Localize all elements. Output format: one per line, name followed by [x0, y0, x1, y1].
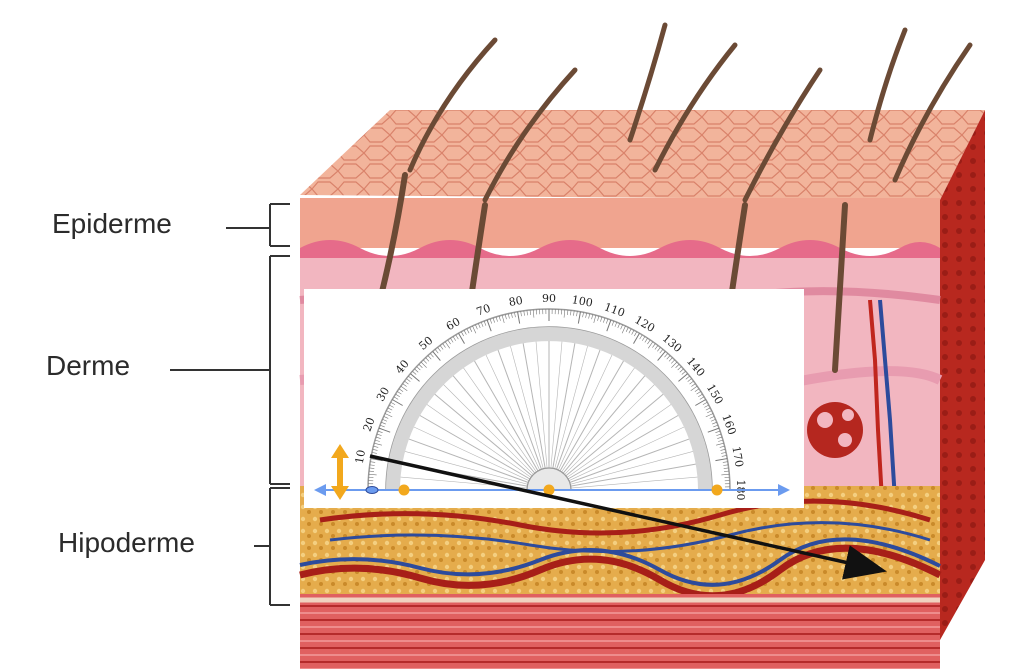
protractor-tick-label: 80 [508, 294, 524, 309]
label-hypodermis: Hipoderme [58, 488, 290, 605]
handle-dot-left[interactable] [399, 485, 410, 496]
rotate-handle-left[interactable] [366, 487, 378, 494]
svg-text:Epiderme: Epiderme [52, 208, 172, 239]
label-epidermis: Epiderme [52, 204, 290, 246]
svg-text:Hipoderme: Hipoderme [58, 527, 195, 558]
protractor-tick-label: 90 [542, 292, 556, 305]
muscle-layer [300, 594, 940, 669]
handle-dot-right[interactable] [712, 485, 723, 496]
svg-text:Derme: Derme [46, 350, 130, 381]
protractor-tick-label: 10 [353, 449, 368, 465]
gland [807, 402, 863, 458]
label-dermis: Derme [46, 256, 290, 484]
side-face [940, 110, 985, 640]
